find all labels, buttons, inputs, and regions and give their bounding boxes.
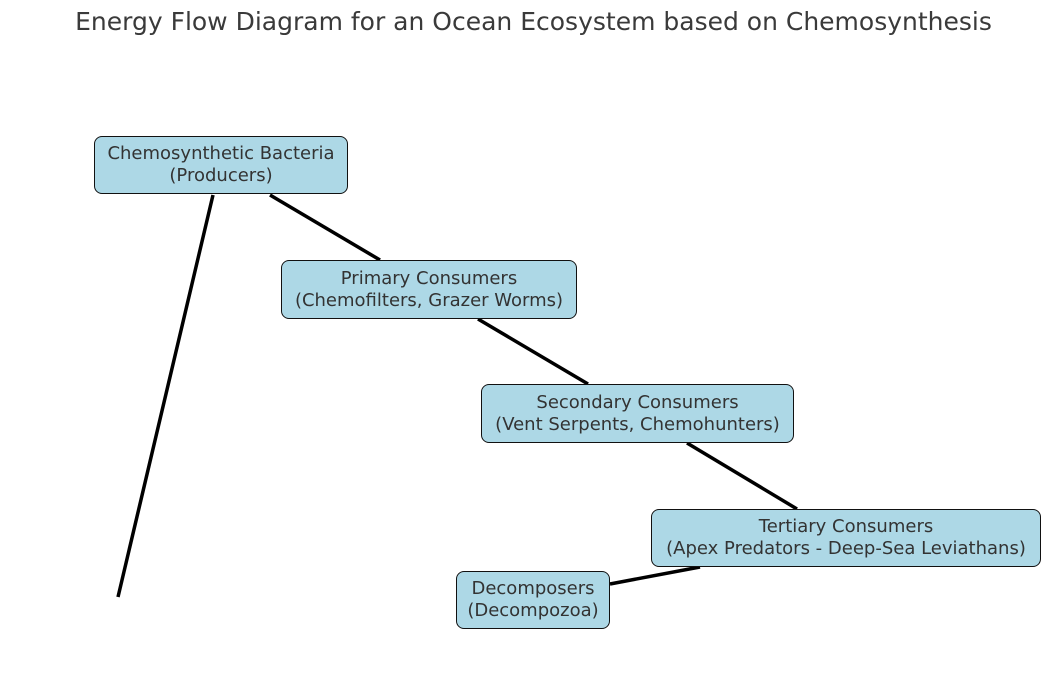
node-label: Chemosynthetic Bacteria — [107, 143, 335, 164]
edge-tertiary-decomposers — [609, 565, 701, 586]
node-label: Decomposers — [471, 578, 595, 599]
node-sublabel: (Chemofilters, Grazer Worms) — [294, 289, 564, 311]
diagram-title: Energy Flow Diagram for an Ocean Ecosyst… — [75, 7, 992, 36]
node-secondary-consumers: Secondary Consumers (Vent Serpents, Chem… — [481, 384, 794, 443]
node-primary-consumers: Primary Consumers (Chemofilters, Grazer … — [281, 260, 577, 319]
node-chemosynthetic-bacteria: Chemosynthetic Bacteria (Producers) — [94, 136, 348, 194]
node-tertiary-consumers: Tertiary Consumers (Apex Predators - Dee… — [651, 509, 1041, 567]
edge-bacteria-primary — [269, 193, 381, 262]
node-sublabel: (Apex Predators - Deep-Sea Leviathans) — [666, 538, 1026, 559]
node-label: Tertiary Consumers — [758, 516, 934, 537]
node-sublabel: (Decompozoa) — [467, 600, 599, 621]
node-sublabel: (Producers) — [169, 165, 273, 186]
edge-secondary-tertiary — [686, 441, 798, 511]
edge-primary-secondary — [477, 317, 589, 386]
node-label: Primary Consumers — [340, 267, 518, 289]
edge-bacteria-open-end — [116, 194, 215, 598]
node-sublabel: (Vent Serpents, Chemohunters) — [495, 413, 780, 435]
node-label: Secondary Consumers — [536, 391, 739, 413]
node-decomposers: Decomposers (Decompozoa) — [456, 571, 610, 629]
